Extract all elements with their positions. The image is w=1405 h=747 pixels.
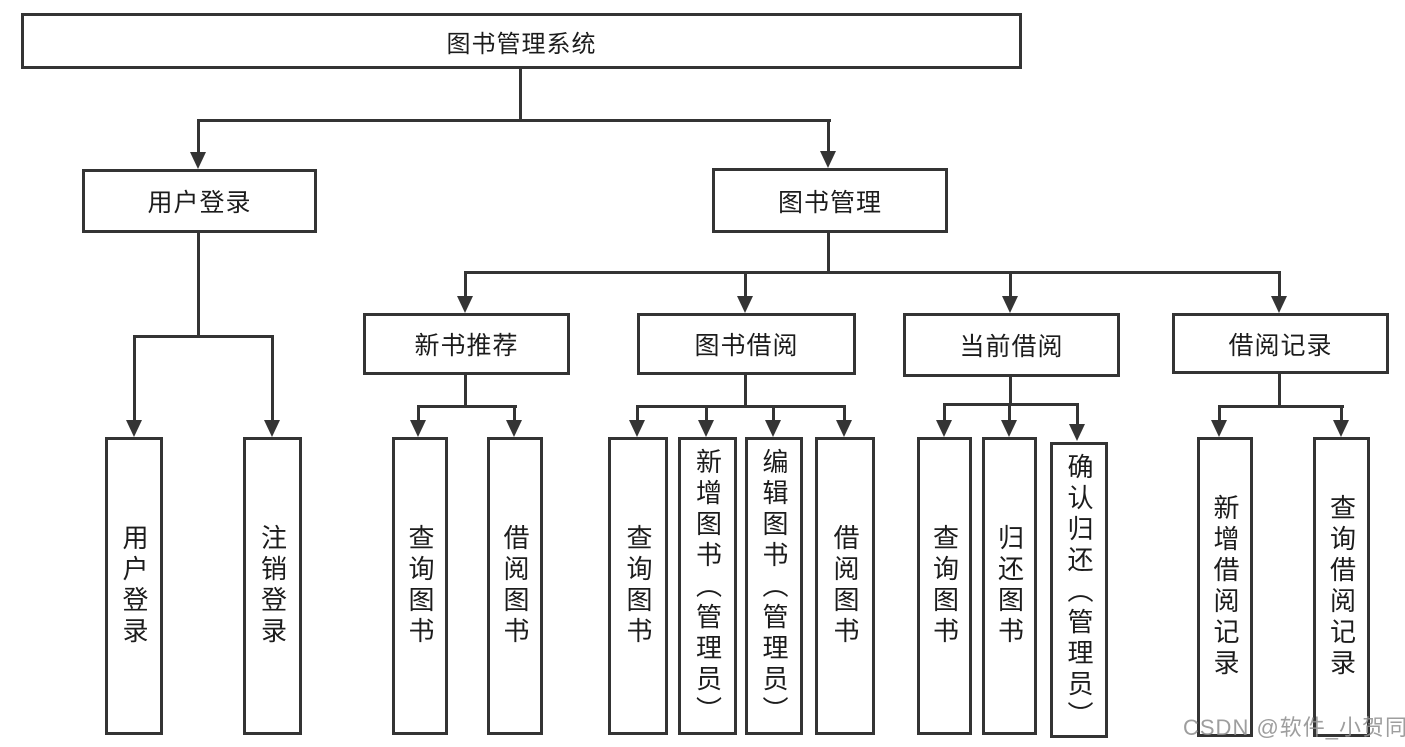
leaf-label: 新增图书（管理员） [692, 448, 723, 727]
arrow-down-icon [698, 420, 714, 437]
node-leaf-query-books-borrowing: 查询图书 [608, 437, 668, 735]
leaf-label: 注销登录 [257, 524, 288, 648]
arrow-down-icon [126, 420, 142, 437]
connector-line [744, 271, 747, 298]
connector-line [705, 405, 708, 422]
node-leaf-user-login: 用户登录 [105, 437, 163, 735]
connector-line [464, 375, 467, 408]
arrow-down-icon [264, 420, 280, 437]
connector-line [1218, 405, 1344, 408]
connector-line [197, 233, 200, 338]
connector-line [1008, 403, 1011, 422]
node-leaf-borrow-books-recommend: 借阅图书 [487, 437, 543, 735]
connector-line [943, 403, 1079, 406]
arrow-down-icon [765, 420, 781, 437]
connector-line [464, 271, 1281, 274]
arrow-down-icon [190, 152, 206, 169]
connector-line [271, 335, 274, 422]
connector-line [636, 405, 846, 408]
arrow-down-icon [836, 420, 852, 437]
arrow-down-icon [410, 420, 426, 437]
connector-line [1076, 403, 1079, 426]
leaf-label: 编辑图书（管理员） [759, 448, 789, 727]
leaf-label: 查询图书 [405, 524, 435, 648]
connector-line [744, 375, 747, 408]
connector-line [843, 405, 846, 422]
arrow-down-icon [457, 296, 473, 313]
arrow-down-icon [820, 151, 836, 168]
node-book-management: 图书管理 [712, 168, 948, 233]
leaf-label: 借阅图书 [500, 524, 530, 648]
node-leaf-query-books-recommend: 查询图书 [392, 437, 448, 735]
arrow-down-icon [1333, 420, 1349, 437]
connector-line [1278, 374, 1281, 408]
connector-line [827, 119, 830, 153]
leaf-label: 查询图书 [929, 524, 960, 648]
node-leaf-confirm-return-admin: 确认归还（管理员） [1050, 442, 1108, 738]
connector-line [133, 335, 274, 338]
arrow-down-icon [1001, 420, 1017, 437]
connector-line [417, 405, 420, 422]
node-new-book-recommend: 新书推荐 [363, 313, 570, 375]
leaf-label: 查询图书 [623, 524, 653, 648]
connector-line [464, 271, 467, 298]
connector-line [417, 405, 517, 408]
node-leaf-borrow-books: 借阅图书 [815, 437, 875, 735]
leaf-label: 用户登录 [119, 524, 149, 648]
connector-line [133, 335, 136, 422]
connector-line [197, 119, 831, 122]
connector-line [1218, 405, 1221, 422]
node-leaf-logout: 注销登录 [243, 437, 302, 735]
node-leaf-query-books-current: 查询图书 [917, 437, 972, 735]
node-leaf-add-book-admin: 新增图书（管理员） [678, 437, 737, 735]
node-borrowing-records: 借阅记录 [1172, 313, 1389, 374]
connector-line [513, 405, 516, 422]
connector-line [1009, 377, 1012, 406]
node-current-borrowing: 当前借阅 [903, 313, 1120, 377]
node-user-login: 用户登录 [82, 169, 317, 233]
leaf-label: 确认归还（管理员） [1064, 453, 1094, 732]
node-leaf-return-book: 归还图书 [982, 437, 1037, 735]
arrow-down-icon [629, 420, 645, 437]
leaf-label: 新增借阅记录 [1210, 494, 1240, 680]
leaf-label: 归还图书 [994, 524, 1025, 648]
connector-line [1278, 271, 1281, 298]
node-book-management-system: 图书管理系统 [21, 13, 1022, 69]
connector-line [943, 403, 946, 422]
connector-line [197, 119, 200, 154]
node-leaf-edit-book-admin: 编辑图书（管理员） [745, 437, 803, 735]
connector-line [772, 405, 775, 422]
arrow-down-icon [506, 420, 522, 437]
csdn-watermark: CSDN @软件_小贺同学 [1183, 715, 1405, 740]
arrow-down-icon [1069, 424, 1085, 441]
connector-line [636, 405, 639, 422]
node-leaf-add-borrow-record: 新增借阅记录 [1197, 437, 1253, 737]
node-book-borrowing: 图书借阅 [637, 313, 856, 375]
arrow-down-icon [936, 420, 952, 437]
connector-line [827, 233, 830, 274]
node-leaf-query-borrow-record: 查询借阅记录 [1313, 437, 1370, 737]
arrow-down-icon [737, 296, 753, 313]
connector-line [519, 68, 522, 121]
connector-line [1009, 271, 1012, 298]
arrow-down-icon [1211, 420, 1227, 437]
leaf-label: 借阅图书 [830, 524, 860, 648]
arrow-down-icon [1002, 296, 1018, 313]
connector-line [1340, 405, 1343, 422]
leaf-label: 查询借阅记录 [1326, 494, 1357, 680]
arrow-down-icon [1271, 296, 1287, 313]
